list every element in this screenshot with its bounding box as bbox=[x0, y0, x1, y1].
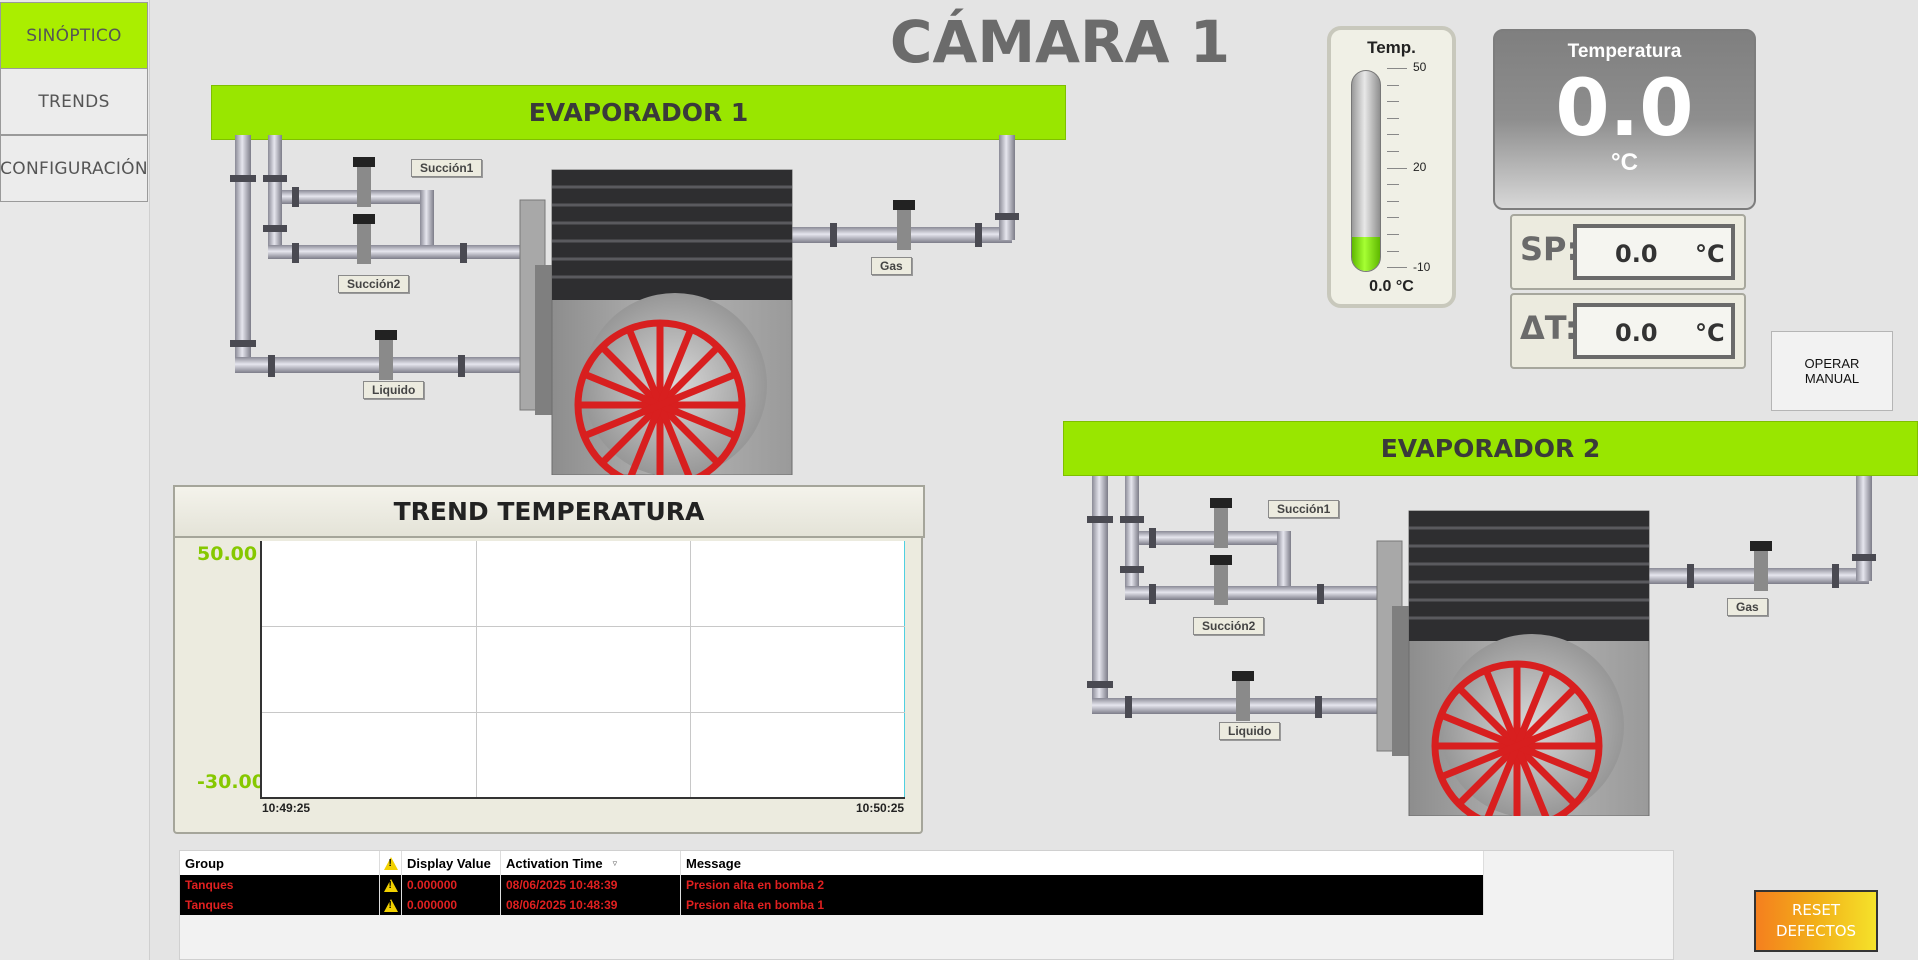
thermometer-tick bbox=[1387, 200, 1399, 202]
side-nav: SINÓPTICO TRENDS CONFIGURACIÓN bbox=[0, 0, 150, 960]
thermometer-fill bbox=[1352, 237, 1380, 271]
thermometer-tick bbox=[1387, 184, 1399, 186]
trend-y-min: -30.00 bbox=[197, 771, 265, 793]
operar-manual-line2: MANUAL bbox=[1804, 371, 1860, 386]
col-warning-icon[interactable] bbox=[380, 851, 402, 875]
thermometer-scale-min: -10 bbox=[1413, 260, 1431, 274]
reset-line2: DEFECTOS bbox=[1775, 922, 1857, 940]
thermometer-reading: 0.0 °C bbox=[1369, 278, 1414, 295]
thermometer-title: Temp. bbox=[1367, 38, 1416, 57]
alarm-group: Tanques bbox=[180, 875, 380, 895]
col-activation-time-label: Activation Time bbox=[506, 855, 603, 871]
alarm-row[interactable]: Tanques 0.000000 08/06/2025 10:48:39 Pre… bbox=[180, 875, 1484, 895]
valve-gas-label[interactable]: Gas bbox=[871, 257, 912, 275]
alarm-value: 0.000000 bbox=[402, 875, 501, 895]
evaporator-1-banner: EVAPORADOR 1 bbox=[211, 85, 1066, 140]
valve-suction2-label[interactable]: Succión2 bbox=[1193, 617, 1265, 635]
alarm-value: 0.000000 bbox=[402, 895, 501, 915]
delta-panel: ΔT: 0.0 °C bbox=[1510, 293, 1746, 369]
trend-x-start: 10:49:25 bbox=[262, 801, 311, 815]
page-title: CÁMARA 1 bbox=[889, 8, 1231, 76]
thermometer-gauge: Temp. 50 20 -10 0.0 °C bbox=[1327, 26, 1456, 308]
reset-line1: RESET bbox=[1791, 901, 1841, 919]
alarm-warning bbox=[380, 875, 402, 895]
trend-panel: TREND TEMPERATURA 50.00 -30.00 10:49:25 … bbox=[173, 485, 925, 834]
delta-unit: °C bbox=[1695, 319, 1725, 347]
trend-y-max: 50.00 bbox=[197, 543, 258, 565]
thermometer-tick bbox=[1387, 117, 1399, 119]
setpoint-unit: °C bbox=[1695, 240, 1725, 268]
setpoint-label: SP: bbox=[1520, 230, 1580, 268]
col-activation-time[interactable]: Activation Time ▿ bbox=[501, 851, 681, 875]
thermometer-tick bbox=[1387, 234, 1399, 235]
trend-title: TREND TEMPERATURA bbox=[173, 485, 925, 538]
valve-suction1-label[interactable]: Succión1 bbox=[1268, 500, 1340, 518]
valve-gas-label[interactable]: Gas bbox=[1727, 598, 1768, 616]
delta-value: 0.0 bbox=[1615, 319, 1658, 347]
alarm-message: Presion alta en bomba 2 bbox=[681, 875, 1484, 895]
warning-icon bbox=[383, 878, 398, 892]
warning-icon bbox=[383, 856, 398, 870]
alarm-table[interactable]: Group Display Value Activation Time ▿ Mes… bbox=[179, 850, 1674, 960]
alarm-table-header: Group Display Value Activation Time ▿ Mes… bbox=[180, 851, 1484, 875]
col-message[interactable]: Message bbox=[681, 851, 1484, 875]
nav-sinoptico-button[interactable]: SINÓPTICO bbox=[0, 2, 148, 69]
alarm-group: Tanques bbox=[180, 895, 380, 915]
temperature-unit: °C bbox=[1611, 149, 1638, 176]
warning-icon bbox=[383, 898, 398, 912]
thermometer-tick bbox=[1387, 151, 1399, 152]
thermometer-tick bbox=[1387, 101, 1399, 103]
alarm-time: 08/06/2025 10:48:39 bbox=[501, 895, 681, 915]
thermometer-tick bbox=[1387, 267, 1407, 269]
temperature-display: Temperatura 0.0 °C bbox=[1493, 29, 1756, 210]
thermometer-tick bbox=[1387, 250, 1399, 252]
thermometer-scale-max: 50 bbox=[1413, 60, 1427, 74]
setpoint-value: 0.0 bbox=[1615, 240, 1658, 268]
alarm-warning bbox=[380, 895, 402, 915]
thermometer-tick bbox=[1387, 217, 1399, 219]
alarm-message: Presion alta en bomba 1 bbox=[681, 895, 1484, 915]
evaporator-2-diagram bbox=[1087, 476, 1876, 816]
temperature-value: 0.0 bbox=[1555, 64, 1694, 154]
thermometer-tick bbox=[1387, 84, 1399, 86]
temperature-label: Temperatura bbox=[1567, 41, 1682, 62]
operar-manual-line1: OPERAR bbox=[1804, 356, 1860, 371]
evaporator-1-diagram bbox=[230, 135, 1019, 475]
valve-suction2-label[interactable]: Succión2 bbox=[338, 275, 410, 293]
valve-liquid-label[interactable]: Liquido bbox=[1219, 722, 1281, 740]
thermometer-tick bbox=[1387, 167, 1407, 169]
alarm-time: 08/06/2025 10:48:39 bbox=[501, 875, 681, 895]
thermometer-scale-mid: 20 bbox=[1413, 160, 1427, 174]
col-group[interactable]: Group bbox=[180, 851, 380, 875]
alarm-row[interactable]: Tanques 0.000000 08/06/2025 10:48:39 Pre… bbox=[180, 895, 1484, 915]
thermometer-tick bbox=[1387, 134, 1399, 136]
valve-liquid-label[interactable]: Liquido bbox=[363, 381, 425, 399]
delta-label: ΔT: bbox=[1520, 309, 1578, 347]
nav-configuracion-button[interactable]: CONFIGURACIÓN bbox=[0, 135, 148, 202]
setpoint-panel: SP: 0.0 °C bbox=[1510, 214, 1746, 290]
sort-icon: ▿ bbox=[612, 857, 618, 868]
delta-input[interactable]: 0.0 °C bbox=[1573, 303, 1735, 359]
reset-defectos-button[interactable]: RESET DEFECTOS bbox=[1754, 890, 1878, 952]
setpoint-input[interactable]: 0.0 °C bbox=[1573, 224, 1735, 280]
thermometer-tube bbox=[1351, 70, 1381, 272]
trend-x-end: 10:50:25 bbox=[856, 801, 905, 815]
valve-suction1-label[interactable]: Succión1 bbox=[411, 159, 483, 177]
thermometer-tick bbox=[1387, 68, 1407, 69]
trend-plot-area[interactable] bbox=[260, 541, 905, 799]
nav-trends-button[interactable]: TRENDS bbox=[0, 68, 148, 135]
col-display-value[interactable]: Display Value bbox=[402, 851, 501, 875]
evaporator-2-banner: EVAPORADOR 2 bbox=[1063, 421, 1918, 476]
